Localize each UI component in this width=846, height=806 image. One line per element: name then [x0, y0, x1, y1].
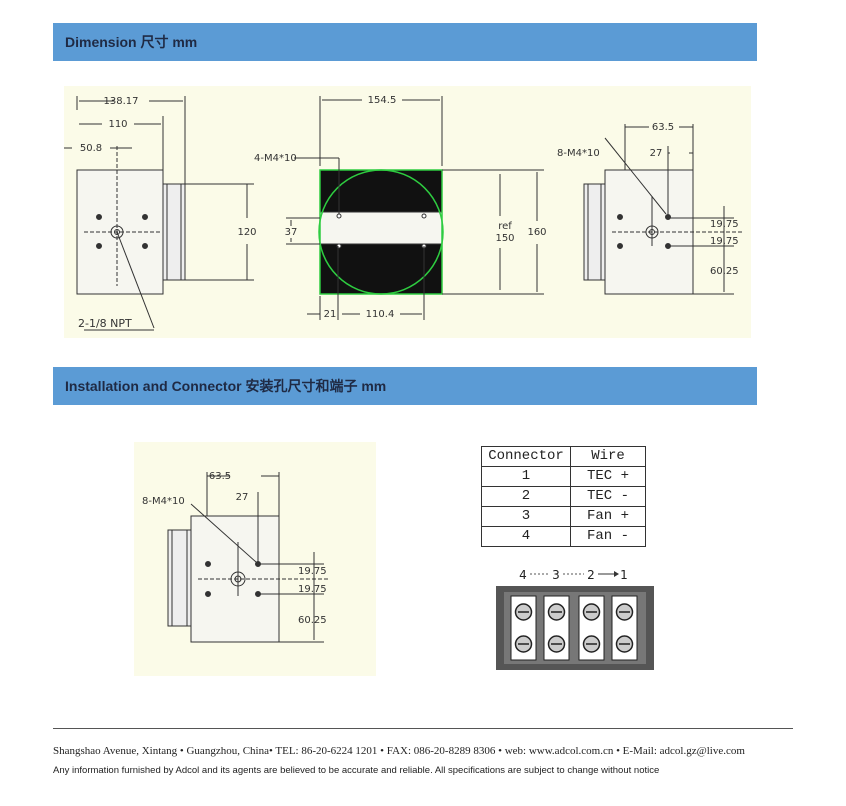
- ref-label: ref: [498, 221, 512, 232]
- installation-drawing-panel: 63.5 27 8-M4*10 19.75 19.75 60.25: [134, 442, 376, 676]
- install-dim-19a: 19.75: [298, 566, 327, 577]
- dim-160: 160: [527, 227, 546, 238]
- terminal-screws: [510, 595, 638, 661]
- dim-110-4: 110.4: [366, 309, 395, 320]
- arrow-icon: [614, 571, 619, 577]
- dimension-section-title: Dimension 尺寸 mm: [53, 23, 757, 61]
- install-dim-19b: 19.75: [298, 584, 327, 595]
- installation-section-title: Installation and Connector 安装孔尺寸和端子 mm: [53, 367, 757, 405]
- connector-num: 2: [481, 486, 571, 507]
- table-row: 4 Fan -: [481, 526, 646, 547]
- footer-contact: Shangshao Avenue, Xintang • Guangzhou, C…: [53, 745, 745, 757]
- terminal-label-1: 1: [620, 568, 628, 582]
- terminal-label-3: 3: [552, 568, 560, 582]
- dim-37: 37: [285, 227, 298, 238]
- dim-21: 21: [324, 309, 337, 320]
- dim-50: 50.8: [80, 143, 102, 154]
- installation-drawing: 63.5 27 8-M4*10 19.75 19.75 60.25: [142, 471, 328, 643]
- dim-120: 120: [237, 227, 256, 238]
- dim-63: 63.5: [652, 122, 674, 133]
- side-view-cap: [162, 183, 186, 281]
- terminal-label-2: 2: [587, 568, 595, 582]
- dimension-drawing: 138.17 110 50.8 120 2-1/8 NPT 154.5 4-M4…: [64, 95, 744, 331]
- terminal-label-4: 4: [519, 568, 527, 582]
- connector-num: 4: [481, 526, 571, 547]
- wire-name: TEC -: [570, 486, 646, 507]
- front-holes-label: 4-M4*10: [254, 153, 297, 164]
- dim-19b: 19.75: [710, 236, 739, 247]
- install-dim-27: 27: [236, 492, 249, 503]
- dim-150: 150: [495, 233, 514, 244]
- dim-138: 138.17: [104, 96, 139, 107]
- wire-name: Fan +: [570, 506, 646, 527]
- wire-name: TEC +: [570, 466, 646, 487]
- terminal-block: 4 3 2 1: [496, 568, 654, 670]
- footer-divider: [53, 728, 793, 729]
- connector-num: 1: [481, 466, 571, 487]
- back-holes-label: 8-M4*10: [557, 148, 600, 159]
- dim-27: 27: [650, 148, 663, 159]
- table-row: 1 TEC +: [481, 466, 646, 487]
- dim-110: 110: [108, 119, 127, 130]
- dimension-drawing-panel: 138.17 110 50.8 120 2-1/8 NPT 154.5 4-M4…: [64, 86, 751, 338]
- footer-disclaimer: Any information furnished by Adcol and i…: [53, 765, 660, 776]
- install-dim-63: 63.5: [209, 471, 231, 482]
- install-holes-label: 8-M4*10: [142, 496, 185, 507]
- wire-name: Fan -: [570, 526, 646, 547]
- connector-table: Connector Wire 1 TEC + 2 TEC - 3 Fan + 4…: [481, 446, 646, 547]
- dim-154: 154.5: [368, 95, 397, 106]
- connector-num: 3: [481, 506, 571, 527]
- install-dim-60: 60.25: [298, 615, 327, 626]
- dim-60: 60.25: [710, 266, 739, 277]
- table-header-row: Connector Wire: [481, 446, 646, 467]
- table-row: 3 Fan +: [481, 506, 646, 527]
- table-row: 2 TEC -: [481, 486, 646, 507]
- dim-19a: 19.75: [710, 219, 739, 230]
- npt-label: 2-1/8 NPT: [78, 317, 132, 330]
- header-wire: Wire: [570, 446, 646, 467]
- header-connector: Connector: [481, 446, 571, 467]
